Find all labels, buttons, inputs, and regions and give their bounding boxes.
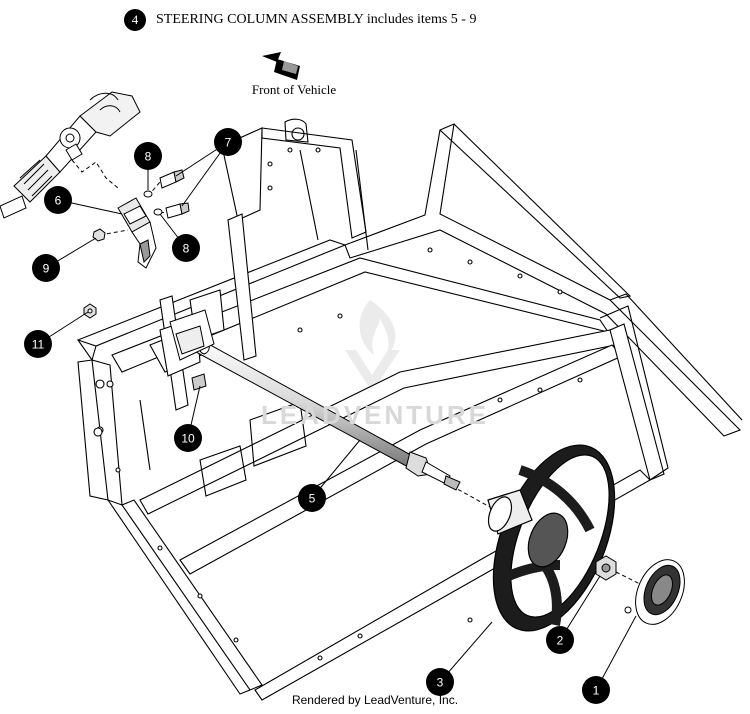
callout-label: 9 bbox=[43, 262, 50, 276]
front-of-vehicle-label: Front of Vehicle bbox=[251, 82, 337, 97]
washer-8-upper bbox=[143, 190, 153, 198]
watermark-text: LEADVENTURE bbox=[260, 400, 489, 430]
callout-5[interactable]: 5 bbox=[298, 484, 326, 512]
steering-wheel bbox=[487, 444, 616, 632]
callout-label: 10 bbox=[181, 432, 195, 446]
assembly-item-number: 4 bbox=[124, 9, 146, 31]
callout-label: 8 bbox=[145, 150, 152, 164]
washer-8-lower bbox=[153, 208, 163, 216]
assembly-title: STEERING COLUMN ASSEMBLY includes items … bbox=[156, 12, 477, 27]
callout-label: 5 bbox=[309, 492, 316, 506]
callout-8-upper[interactable]: 8 bbox=[134, 142, 162, 170]
callout-7[interactable]: 7 bbox=[214, 128, 242, 156]
front-arrow-icon bbox=[262, 52, 300, 80]
bolt-7-lower bbox=[165, 202, 190, 219]
rendered-by-footer: Rendered by LeadVenture, Inc. bbox=[291, 693, 459, 707]
steering-rack bbox=[0, 91, 141, 219]
assembly-header: 4 STEERING COLUMN ASSEMBLY includes item… bbox=[124, 9, 476, 31]
callout-1[interactable]: 1 bbox=[582, 676, 610, 704]
callout-6[interactable]: 6 bbox=[44, 186, 72, 214]
callout-11[interactable]: 11 bbox=[24, 330, 52, 358]
callout-label: 7 bbox=[225, 136, 232, 150]
callout-2[interactable]: 2 bbox=[546, 626, 574, 654]
nut-2 bbox=[595, 555, 617, 581]
callout-8-lower[interactable]: 8 bbox=[172, 234, 200, 262]
u-joint bbox=[117, 197, 157, 269]
callout-9[interactable]: 9 bbox=[32, 254, 60, 282]
callout-label: 3 bbox=[437, 676, 444, 690]
callout-label: 8 bbox=[183, 242, 190, 256]
callout-label: 6 bbox=[55, 194, 62, 208]
callout-label: 11 bbox=[32, 338, 45, 352]
callout-label: 1 bbox=[593, 684, 600, 698]
watermark-logo bbox=[345, 300, 400, 392]
steering-column-shaft bbox=[169, 309, 461, 491]
cap-1 bbox=[624, 559, 685, 625]
bolt-10 bbox=[191, 373, 207, 391]
callout-10[interactable]: 10 bbox=[174, 424, 202, 452]
callout-label: 2 bbox=[557, 634, 564, 648]
callout-3[interactable]: 3 bbox=[426, 668, 454, 696]
